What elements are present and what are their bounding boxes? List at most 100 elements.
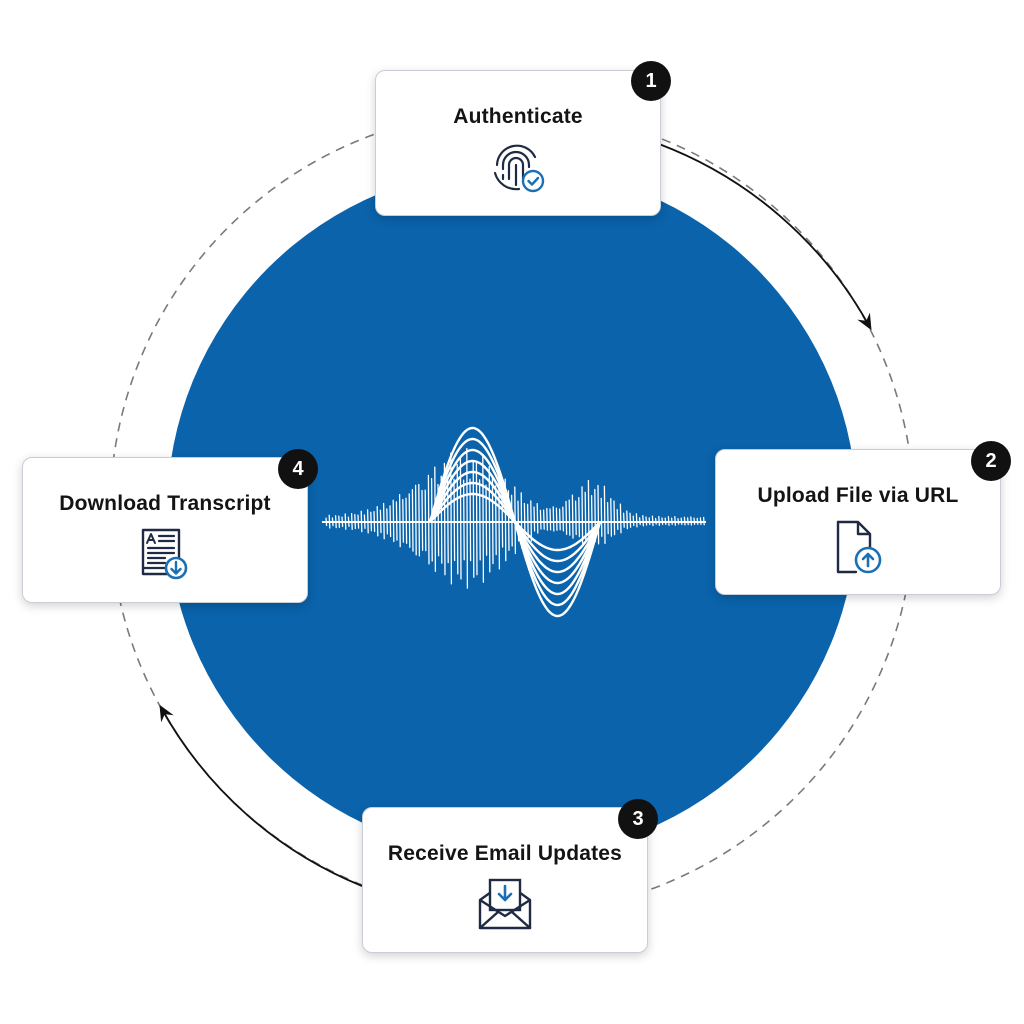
step-card-download-transcript: Download Transcript xyxy=(22,457,308,603)
wave-spike xyxy=(632,515,635,527)
wave-spike xyxy=(334,515,337,529)
wave-spike xyxy=(635,513,638,528)
wave-spike xyxy=(405,497,408,544)
wave-spike xyxy=(530,500,533,542)
step-title: Upload File via URL xyxy=(757,484,959,507)
wave-spike xyxy=(578,497,581,538)
wave-spike xyxy=(478,479,481,561)
wave-spike xyxy=(347,516,350,527)
wave-spike xyxy=(382,502,385,540)
step-card-email-updates: Receive Email Updates xyxy=(362,807,648,953)
sound-wave-icon xyxy=(322,426,706,618)
step-card-authenticate: Authenticate xyxy=(375,70,661,216)
wave-spike xyxy=(338,515,341,528)
wave-spike xyxy=(568,499,571,536)
wave-spike xyxy=(549,508,552,531)
wave-spike xyxy=(658,515,661,526)
wave-spike xyxy=(661,517,664,526)
step-number-badge-3: 3 xyxy=(618,799,658,839)
wave-spike xyxy=(626,510,629,530)
step-number-badge-2: 2 xyxy=(971,441,1011,481)
wave-spike xyxy=(357,514,360,529)
wave-spike xyxy=(341,516,344,528)
email-download-icon xyxy=(476,876,534,937)
wave-spike xyxy=(395,501,398,541)
step-title: Download Transcript xyxy=(59,492,271,515)
wave-spike xyxy=(670,517,673,525)
wave-spike xyxy=(680,517,683,525)
wave-spike xyxy=(702,516,705,526)
wave-spike xyxy=(629,512,632,528)
wave-spike xyxy=(350,513,353,531)
step-number-badge-1: 1 xyxy=(631,61,671,101)
wave-spike xyxy=(674,516,677,526)
wave-spike xyxy=(501,493,504,548)
wave-spike xyxy=(485,484,488,556)
wave-spike xyxy=(638,517,641,526)
wave-spike xyxy=(408,493,411,548)
wave-spike xyxy=(562,506,565,532)
wave-spike xyxy=(613,500,616,536)
wave-spike xyxy=(424,489,427,552)
wave-spike xyxy=(648,517,651,526)
wave-spike xyxy=(539,509,542,530)
wave-spike xyxy=(690,516,693,526)
wave-spike xyxy=(389,505,392,538)
wave-spike xyxy=(526,503,529,539)
wave-spike xyxy=(392,499,395,543)
wave-spike xyxy=(542,509,545,530)
fingerprint-check-icon xyxy=(489,139,547,198)
wave-spike xyxy=(488,465,491,573)
wave-spike xyxy=(459,458,462,580)
wave-spike xyxy=(427,474,430,565)
wave-spike xyxy=(366,509,369,534)
wave-spike xyxy=(331,517,334,527)
wave-spike xyxy=(619,503,622,534)
wave-spike xyxy=(552,506,555,532)
wave-spike xyxy=(373,510,376,533)
wave-spike xyxy=(360,510,363,533)
arrow-step3-to-step4 xyxy=(159,704,363,887)
wave-spike xyxy=(616,508,619,531)
wave-spike xyxy=(376,505,379,537)
wave-spike xyxy=(696,517,699,525)
wave-spike xyxy=(667,516,670,526)
wave-spike xyxy=(533,506,536,532)
wave-spike xyxy=(363,514,366,529)
wave-spike xyxy=(402,499,405,543)
wave-spike xyxy=(472,459,475,578)
arrow-step1-to-step2 xyxy=(658,143,872,331)
wave-spike xyxy=(536,502,539,534)
wave-spike xyxy=(546,507,549,531)
wave-spike xyxy=(386,508,389,535)
wave-spike xyxy=(466,447,469,589)
file-upload-icon xyxy=(830,518,886,581)
wave-spike xyxy=(699,517,702,526)
wave-spike xyxy=(693,517,696,525)
wave-spike xyxy=(414,484,417,556)
wave-spike xyxy=(421,489,424,551)
wave-spike xyxy=(558,508,561,531)
wave-spike xyxy=(354,514,357,530)
wave-spike xyxy=(584,491,587,541)
wave-curves xyxy=(428,426,602,618)
wave-spike xyxy=(686,517,689,526)
step-number-badge-4: 4 xyxy=(278,449,318,489)
wave-spike xyxy=(555,507,558,531)
wave-spike xyxy=(606,502,609,535)
wave-spike xyxy=(418,483,421,557)
wave-spike xyxy=(510,494,513,547)
wave-spike xyxy=(645,516,648,526)
wave-spike xyxy=(622,512,625,528)
wave-spike xyxy=(491,475,494,565)
wave-spike xyxy=(434,466,437,573)
step-title: Receive Email Updates xyxy=(387,842,623,865)
wave-spike xyxy=(379,509,382,534)
wave-spike xyxy=(581,486,584,544)
wave-spike xyxy=(462,479,465,561)
wave-spike xyxy=(398,494,401,548)
wave-spike xyxy=(456,463,459,575)
wave-spike xyxy=(654,517,657,525)
